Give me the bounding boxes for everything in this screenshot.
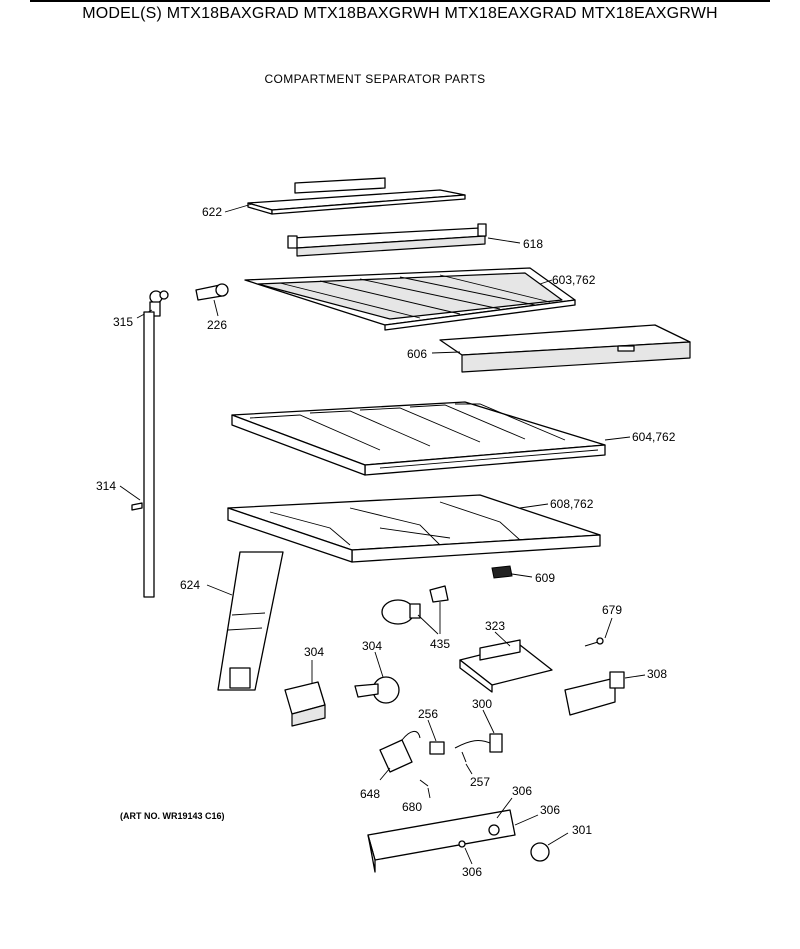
art-number: (ART NO. WR19143 C16): [120, 811, 225, 821]
part-603-shelf[interactable]: [244, 267, 576, 331]
callout-315: 315: [113, 315, 133, 329]
section-title: COMPARTMENT SEPARATOR PARTS: [264, 72, 486, 86]
part-435-bulb[interactable]: [381, 585, 449, 635]
part-679-screw[interactable]: [584, 617, 613, 647]
callout-609: 609: [535, 571, 555, 585]
callout-306b: 306: [540, 803, 560, 817]
callout-435: 435: [430, 637, 450, 651]
callout-308: 308: [647, 667, 667, 681]
part-622-cover[interactable]: [224, 177, 466, 215]
callout-256: 256: [418, 707, 438, 721]
part-314-rod[interactable]: [119, 311, 155, 598]
header-rule: [30, 0, 770, 2]
callout-680: 680: [402, 800, 422, 814]
part-648-damper[interactable]: [379, 731, 421, 781]
model-numbers: MODEL(S) MTX18BAXGRAD MTX18BAXGRWH MTX18…: [82, 5, 718, 22]
part-306-control-box[interactable]: [367, 797, 539, 873]
callout-306a: 306: [512, 784, 532, 798]
callout-304b: 304: [362, 639, 382, 653]
part-256-connector[interactable]: [427, 719, 445, 755]
part-304-knob[interactable]: [354, 651, 400, 704]
callout-606: 606: [407, 347, 427, 361]
callout-314: 314: [96, 479, 116, 493]
callout-257: 257: [470, 775, 490, 789]
part-606-cover[interactable]: [431, 324, 691, 373]
part-604-frame[interactable]: [231, 401, 631, 476]
callout-226: 226: [207, 318, 227, 332]
callout-618: 618: [523, 237, 543, 251]
callout-604: 604,762: [632, 430, 676, 444]
callout-323: 323: [485, 619, 505, 633]
callout-603: 603,762: [552, 273, 596, 287]
callout-622: 622: [202, 205, 222, 219]
part-301-nut[interactable]: [530, 832, 569, 862]
callout-624: 624: [180, 578, 200, 592]
callout-301: 301: [572, 823, 592, 837]
part-226-knob[interactable]: [195, 283, 229, 317]
part-680-screw[interactable]: [419, 779, 431, 799]
part-257-screw[interactable]: [461, 751, 473, 775]
part-624-duct[interactable]: [206, 551, 284, 691]
callout-648: 648: [360, 787, 380, 801]
part-315-bracket[interactable]: [136, 290, 169, 319]
callout-306c: 306: [462, 865, 482, 879]
part-308-bracket[interactable]: [564, 671, 646, 716]
part-609-clip[interactable]: [491, 565, 533, 579]
part-304-thermostat[interactable]: [284, 660, 326, 727]
callout-679: 679: [602, 603, 622, 617]
callout-608: 608,762: [550, 497, 594, 511]
callout-300: 300: [472, 697, 492, 711]
callout-304a: 304: [304, 645, 324, 659]
part-618-rail[interactable]: [287, 223, 521, 257]
part-300-harness[interactable]: [454, 709, 503, 753]
part-608-pan[interactable]: [227, 494, 601, 563]
part-323-housing[interactable]: [459, 631, 553, 693]
